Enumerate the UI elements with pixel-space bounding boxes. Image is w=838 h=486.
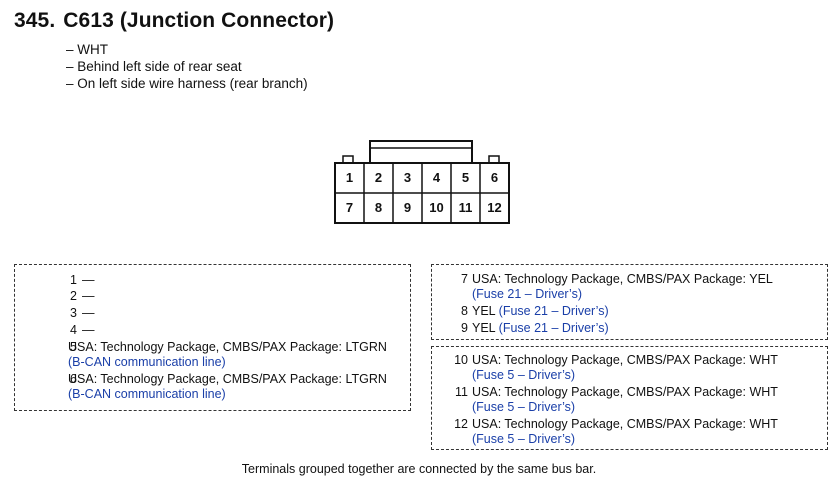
terminal-number: 4: [70, 323, 77, 337]
terminal-desc: YEL: [472, 321, 496, 335]
connector-details: – WHT – Behind left side of rear seat – …: [66, 41, 308, 92]
terminal-desc: USA: Technology Package, CMBS/PAX Packag…: [472, 385, 778, 399]
pin-10: 10: [429, 200, 444, 215]
terminal-desc-inline: YEL (Fuse 21 – Driver’s): [472, 303, 609, 319]
terminal-desc: —: [82, 289, 95, 303]
terminal-number: 2: [70, 289, 77, 303]
terminal-group-right-top: 7 USA: Technology Package, CMBS/PAX Pack…: [431, 264, 828, 340]
terminal-note: (Fuse 5 – Driver’s): [472, 432, 576, 446]
page-title: 345. C613 (Junction Connector): [14, 9, 334, 33]
pin-1: 1: [345, 170, 354, 185]
terminal-note: (Fuse 21 – Driver’s): [498, 304, 609, 318]
connector-outline: [334, 140, 510, 224]
terminal-row: 2 —: [15, 288, 410, 304]
terminal-row: 1 —: [15, 272, 410, 288]
terminal-desc: YEL: [472, 304, 496, 318]
terminal-desc: USA: Technology Package, CMBS/PAX Packag…: [68, 340, 387, 354]
pin-11: 11: [458, 200, 473, 215]
detail-harness: – On left side wire harness (rear branch…: [66, 76, 308, 91]
terminal-number: 6: [70, 372, 77, 386]
pin-5: 5: [461, 170, 470, 185]
terminal-row: 12 USA: Technology Package, CMBS/PAX Pac…: [432, 416, 827, 448]
terminal-row: 11 USA: Technology Package, CMBS/PAX Pac…: [432, 384, 827, 416]
detail-color: – WHT: [66, 42, 108, 57]
pin-8: 8: [374, 200, 383, 215]
terminal-note: (Fuse 21 – Driver’s): [498, 321, 609, 335]
terminal-note: (Fuse 21 – Driver’s): [472, 287, 582, 301]
detail-location: – Behind left side of rear seat: [66, 59, 242, 74]
terminal-group-left: 1 — 2 — 3 — 4 — 5 USA: Technology Packag…: [14, 264, 411, 411]
terminal-row: 8 YEL (Fuse 21 – Driver’s): [432, 303, 827, 319]
terminal-number: 9: [461, 321, 468, 335]
terminal-note: (B-CAN communication line): [68, 355, 226, 369]
pin-2: 2: [374, 170, 383, 185]
terminal-note: (Fuse 5 – Driver’s): [472, 368, 576, 382]
terminal-number: 8: [461, 304, 468, 318]
pin-6: 6: [490, 170, 499, 185]
terminal-note: (B-CAN communication line): [68, 387, 226, 401]
terminal-desc: —: [82, 273, 95, 287]
terminal-desc-inline: YEL (Fuse 21 – Driver’s): [472, 320, 609, 336]
terminal-row: 9 YEL (Fuse 21 – Driver’s): [432, 320, 827, 336]
terminal-row: 6 USA: Technology Package, CMBS/PAX Pack…: [15, 371, 410, 403]
pin-12: 12: [487, 200, 502, 215]
terminal-number: 3: [70, 306, 77, 320]
terminal-number: 5: [70, 340, 77, 354]
terminal-row: 4 —: [15, 322, 410, 338]
terminal-desc: USA: Technology Package, CMBS/PAX Packag…: [472, 417, 778, 431]
terminal-desc: —: [82, 323, 95, 337]
terminal-number: 11: [455, 385, 468, 399]
terminal-desc: —: [82, 306, 95, 320]
terminal-row: 10 USA: Technology Package, CMBS/PAX Pac…: [432, 352, 827, 384]
connector-diagram: 1 2 3 4 5 6 7 8 9 10 11 12: [334, 140, 510, 224]
terminal-group-right-bottom: 10 USA: Technology Package, CMBS/PAX Pac…: [431, 346, 828, 450]
terminal-number: 12: [454, 417, 468, 431]
pin-9: 9: [403, 200, 412, 215]
terminal-desc: USA: Technology Package, CMBS/PAX Packag…: [472, 353, 778, 367]
terminal-desc: USA: Technology Package, CMBS/PAX Packag…: [68, 372, 387, 386]
connector-title: C613 (Junction Connector): [63, 9, 335, 32]
pin-7: 7: [345, 200, 354, 215]
terminal-desc: USA: Technology Package, CMBS/PAX Packag…: [472, 272, 773, 286]
pin-3: 3: [403, 170, 412, 185]
pin-4: 4: [432, 170, 441, 185]
terminal-row: 5 USA: Technology Package, CMBS/PAX Pack…: [15, 339, 410, 371]
section-number: 345.: [14, 9, 56, 32]
terminal-note: (Fuse 5 – Driver’s): [472, 400, 576, 414]
footnote: Terminals grouped together are connected…: [241, 462, 597, 476]
terminal-number: 10: [454, 353, 468, 367]
terminal-row: 3 —: [15, 305, 410, 321]
terminal-number: 1: [70, 273, 77, 287]
terminal-row: 7 USA: Technology Package, CMBS/PAX Pack…: [432, 271, 827, 303]
terminal-number: 7: [461, 272, 468, 286]
